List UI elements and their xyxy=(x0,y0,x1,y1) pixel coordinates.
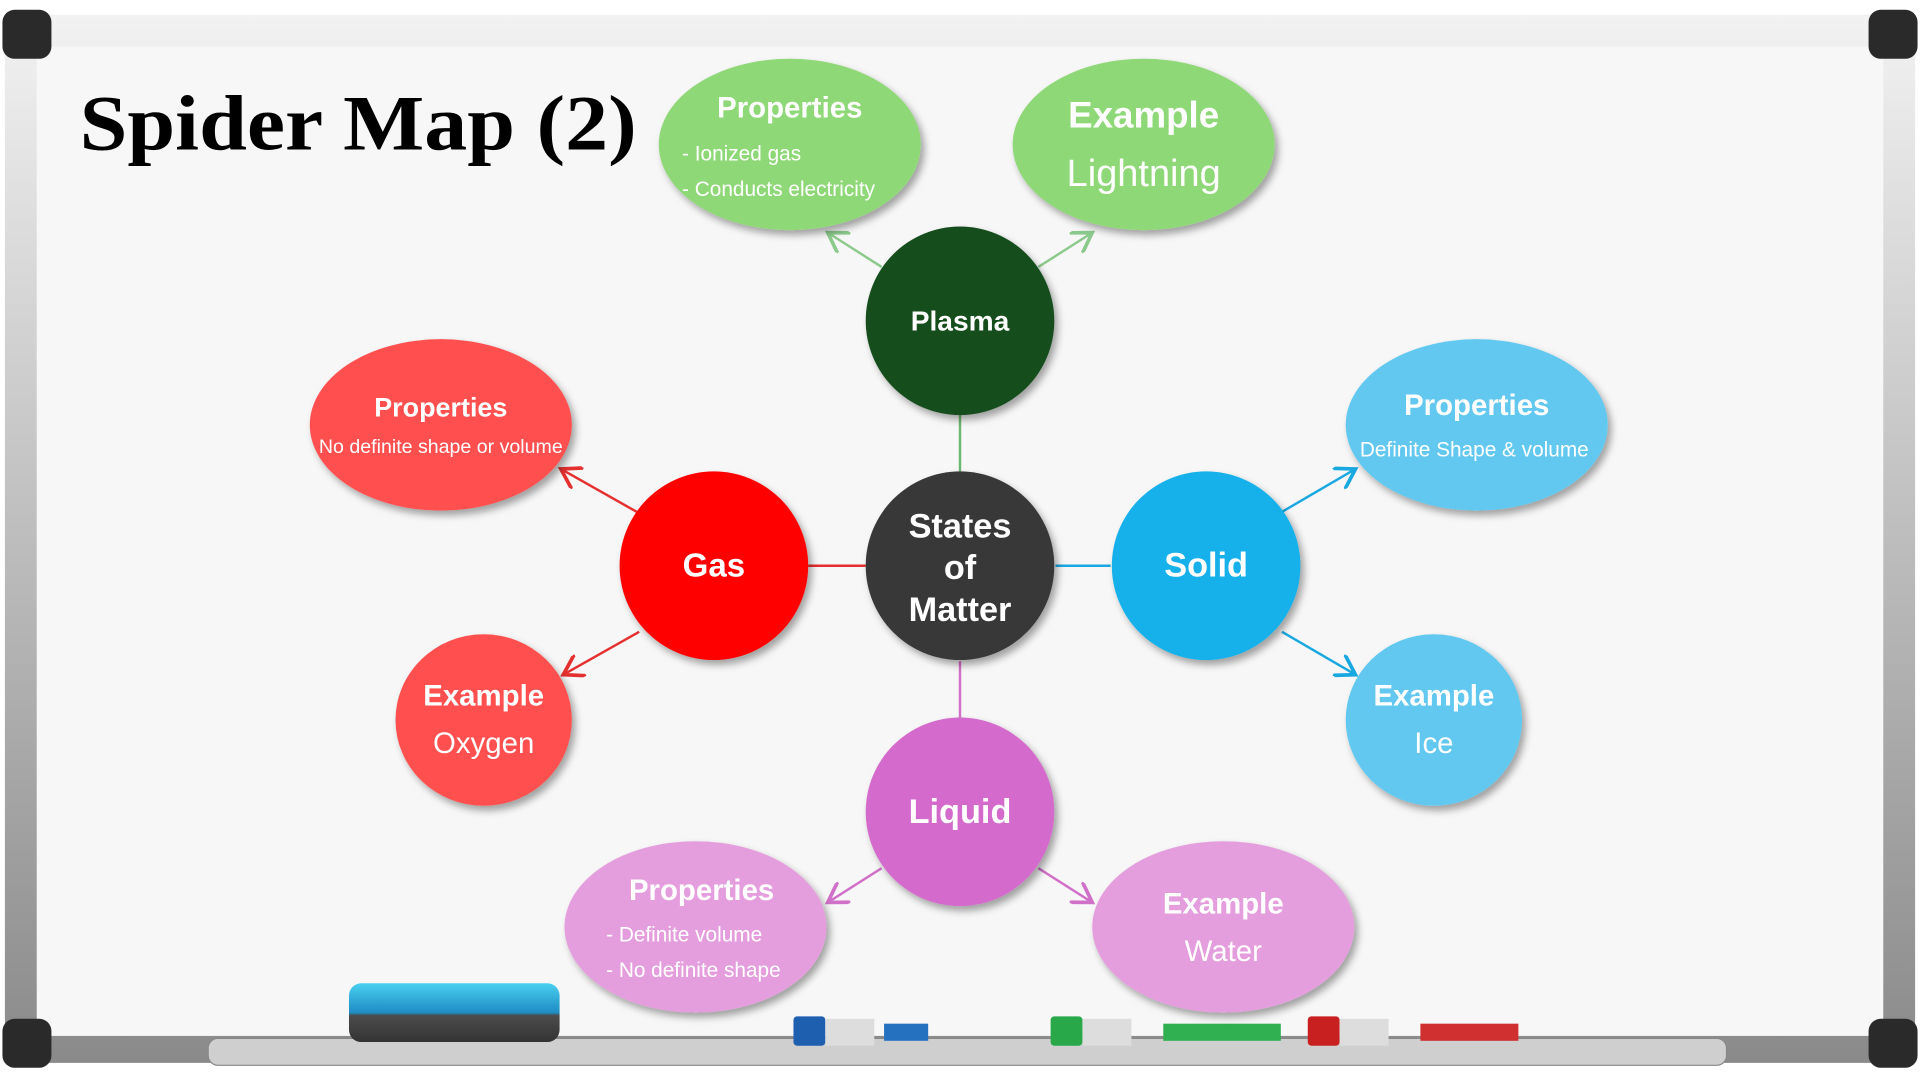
plasma-example-node: Example Lightning xyxy=(1012,58,1275,231)
solid-example-heading: Example xyxy=(1373,679,1494,712)
plasma-example-value: Lightning xyxy=(1067,153,1221,195)
gas-properties-heading: Properties xyxy=(374,392,507,422)
center-label-line: States xyxy=(909,508,1012,546)
plasma-property-item: - Conducts electricity xyxy=(682,178,876,201)
solid-properties-node: Properties Definite Shape & volume xyxy=(1345,339,1608,511)
gas-label: Gas xyxy=(683,548,745,585)
solid-property-item: Definite Shape & volume xyxy=(1360,439,1589,462)
page-title: Spider Map (2) xyxy=(80,79,637,166)
plasma-properties-node: Properties - Ionized gas - Conducts elec… xyxy=(658,58,921,231)
solid-node: Solid xyxy=(1111,471,1301,660)
liquid-example-value: Water xyxy=(1185,935,1262,968)
solid-properties-heading: Properties xyxy=(1404,389,1549,422)
marker-tray xyxy=(207,1037,1728,1066)
solid-example-value: Ice xyxy=(1414,727,1453,760)
liquid-node: Liquid xyxy=(865,717,1055,907)
solid-label: Solid xyxy=(1164,547,1248,585)
liquid-properties-node: Properties - Definite volume - No defini… xyxy=(564,841,827,1013)
plasma-example-heading: Example xyxy=(1068,94,1219,135)
eraser xyxy=(348,983,560,1043)
gas-property-item: No definite shape or volume xyxy=(319,436,563,458)
plasma-node: Plasma xyxy=(865,226,1055,416)
plasma-properties-heading: Properties xyxy=(717,92,862,125)
gas-node: Gas xyxy=(619,471,809,660)
gas-example-node: Example Oxygen xyxy=(395,634,572,806)
plasma-property-item: - Ionized gas xyxy=(682,142,801,165)
center-node-states-of-matter: States of Matter xyxy=(865,471,1055,660)
center-label-line: of xyxy=(944,549,977,587)
center-label-line: Matter xyxy=(909,591,1012,629)
gas-example-heading: Example xyxy=(423,679,544,712)
marker-green xyxy=(1050,1016,1281,1046)
marker-blue xyxy=(793,1016,929,1046)
gas-properties-node: Properties No definite shape or volume xyxy=(309,339,572,511)
liquid-property-item: - No definite shape xyxy=(606,959,781,982)
liquid-property-item: - Definite volume xyxy=(606,924,762,947)
gas-example-value: Oxygen xyxy=(433,727,534,760)
liquid-example-heading: Example xyxy=(1163,887,1284,920)
plasma-label: Plasma xyxy=(911,306,1010,337)
marker-red xyxy=(1307,1016,1519,1046)
connectors xyxy=(561,233,1356,903)
solid-example-node: Example Ice xyxy=(1345,634,1523,806)
liquid-label: Liquid xyxy=(909,793,1012,831)
liquid-example-node: Example Water xyxy=(1092,841,1355,1013)
liquid-properties-heading: Properties xyxy=(629,874,774,907)
